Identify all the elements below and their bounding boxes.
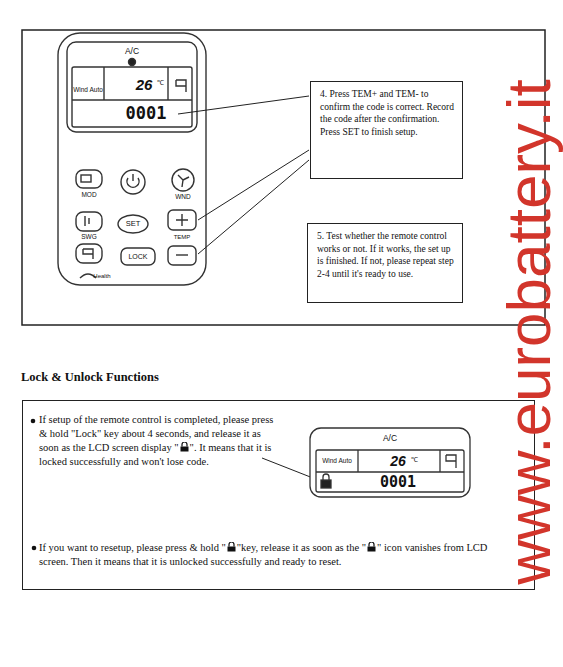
remote-control — [72, 67, 192, 127]
bullet-dot — [31, 419, 36, 424]
small-lcd — [321, 480, 331, 488]
lock-body — [180, 447, 188, 452]
remote-control — [76, 170, 102, 188]
remote-control — [76, 244, 102, 263]
remote-control — [72, 99, 192, 100]
remote-control — [178, 175, 189, 187]
remote-control — [168, 210, 196, 230]
button-label: MOD — [81, 192, 96, 199]
remote-control — [58, 33, 206, 285]
lock-shackle — [229, 542, 234, 547]
lock-body — [227, 547, 235, 552]
section-heading: Lock & Unlock Functions — [21, 370, 159, 385]
code-digits: 0001 — [380, 475, 416, 490]
small-lcd — [439, 450, 440, 472]
leader-line — [198, 150, 309, 220]
remote-control — [85, 216, 89, 226]
button-label: SWG — [81, 234, 97, 241]
remote-control — [168, 246, 196, 265]
callout-box: 4. Press TEM+ and TEM- to confirm the co… — [310, 81, 463, 179]
remote-control — [176, 80, 186, 92]
unit-symbol: ℃ — [157, 79, 164, 86]
lock-body — [368, 547, 376, 552]
remote-control — [76, 212, 102, 231]
button-label: WND — [175, 194, 191, 201]
lcd-label: A/C — [125, 47, 139, 56]
lcd-label: A/C — [383, 434, 397, 443]
bullet-text: If setup of the remote control is comple… — [39, 413, 277, 469]
code-digits: 0001 — [126, 105, 167, 122]
lock-icon — [367, 542, 376, 552]
mode-indicator: Wind Auto — [322, 458, 352, 465]
leader-line — [198, 160, 309, 254]
remote-control — [121, 248, 155, 265]
mode-indicator: Wind Auto — [73, 87, 103, 94]
remote-control — [167, 67, 168, 100]
remote-control — [58, 33, 206, 285]
callout-box: 5. Test whether the remote control works… — [307, 223, 463, 303]
remote-control — [103, 67, 104, 100]
lock-shackle — [369, 542, 374, 547]
temperature-digits: 26 — [390, 454, 406, 468]
bullet-text-part: "key, release it as soon as the " — [237, 542, 366, 553]
small-lcd — [357, 450, 358, 472]
remote-control — [129, 59, 136, 66]
top-frame — [22, 30, 545, 325]
top-frame — [22, 30, 545, 325]
bullet-dot — [31, 419, 36, 424]
callout-text: 5. Test whether the remote control works… — [317, 230, 454, 280]
button-label: Health — [93, 273, 110, 279]
temperature-digits: 26 — [136, 77, 153, 92]
remote-control — [118, 215, 148, 233]
bullet-dot — [32, 546, 37, 551]
bullet-dot — [31, 545, 37, 551]
leader-line — [178, 96, 309, 114]
lock-shackle — [182, 442, 187, 447]
remote-control — [172, 169, 194, 191]
small-lcd — [316, 471, 464, 472]
callout-text: 4. Press TEM+ and TEM- to confirm the co… — [320, 88, 454, 138]
instruction-frame: Lock & Unlock FunctionsIf setup of the r… — [22, 400, 535, 590]
button-label: SET — [126, 220, 141, 228]
remote-control — [67, 42, 197, 132]
remote-control — [176, 214, 188, 226]
small-lcd — [310, 428, 470, 497]
small-lcd — [316, 450, 464, 492]
bullet-text-part: If you want to resetup, please press & h… — [39, 542, 226, 553]
remote-control — [176, 254, 188, 255]
lock-icon — [180, 442, 189, 452]
small-lcd — [310, 428, 470, 497]
remote-control — [81, 175, 91, 182]
remote-control — [121, 170, 145, 194]
unit-symbol: ℃ — [411, 456, 418, 463]
button-label: LOCK — [128, 253, 147, 260]
small-lcd — [323, 474, 329, 480]
button-label: TEMP — [174, 234, 191, 240]
remote-control — [127, 174, 139, 187]
bullet-text: If you want to resetup, please press & h… — [39, 541, 519, 569]
remote-control — [83, 249, 93, 259]
watermark: www.eurobattery.it — [498, 79, 560, 584]
lock-icon — [227, 542, 236, 552]
small-lcd — [446, 455, 456, 468]
